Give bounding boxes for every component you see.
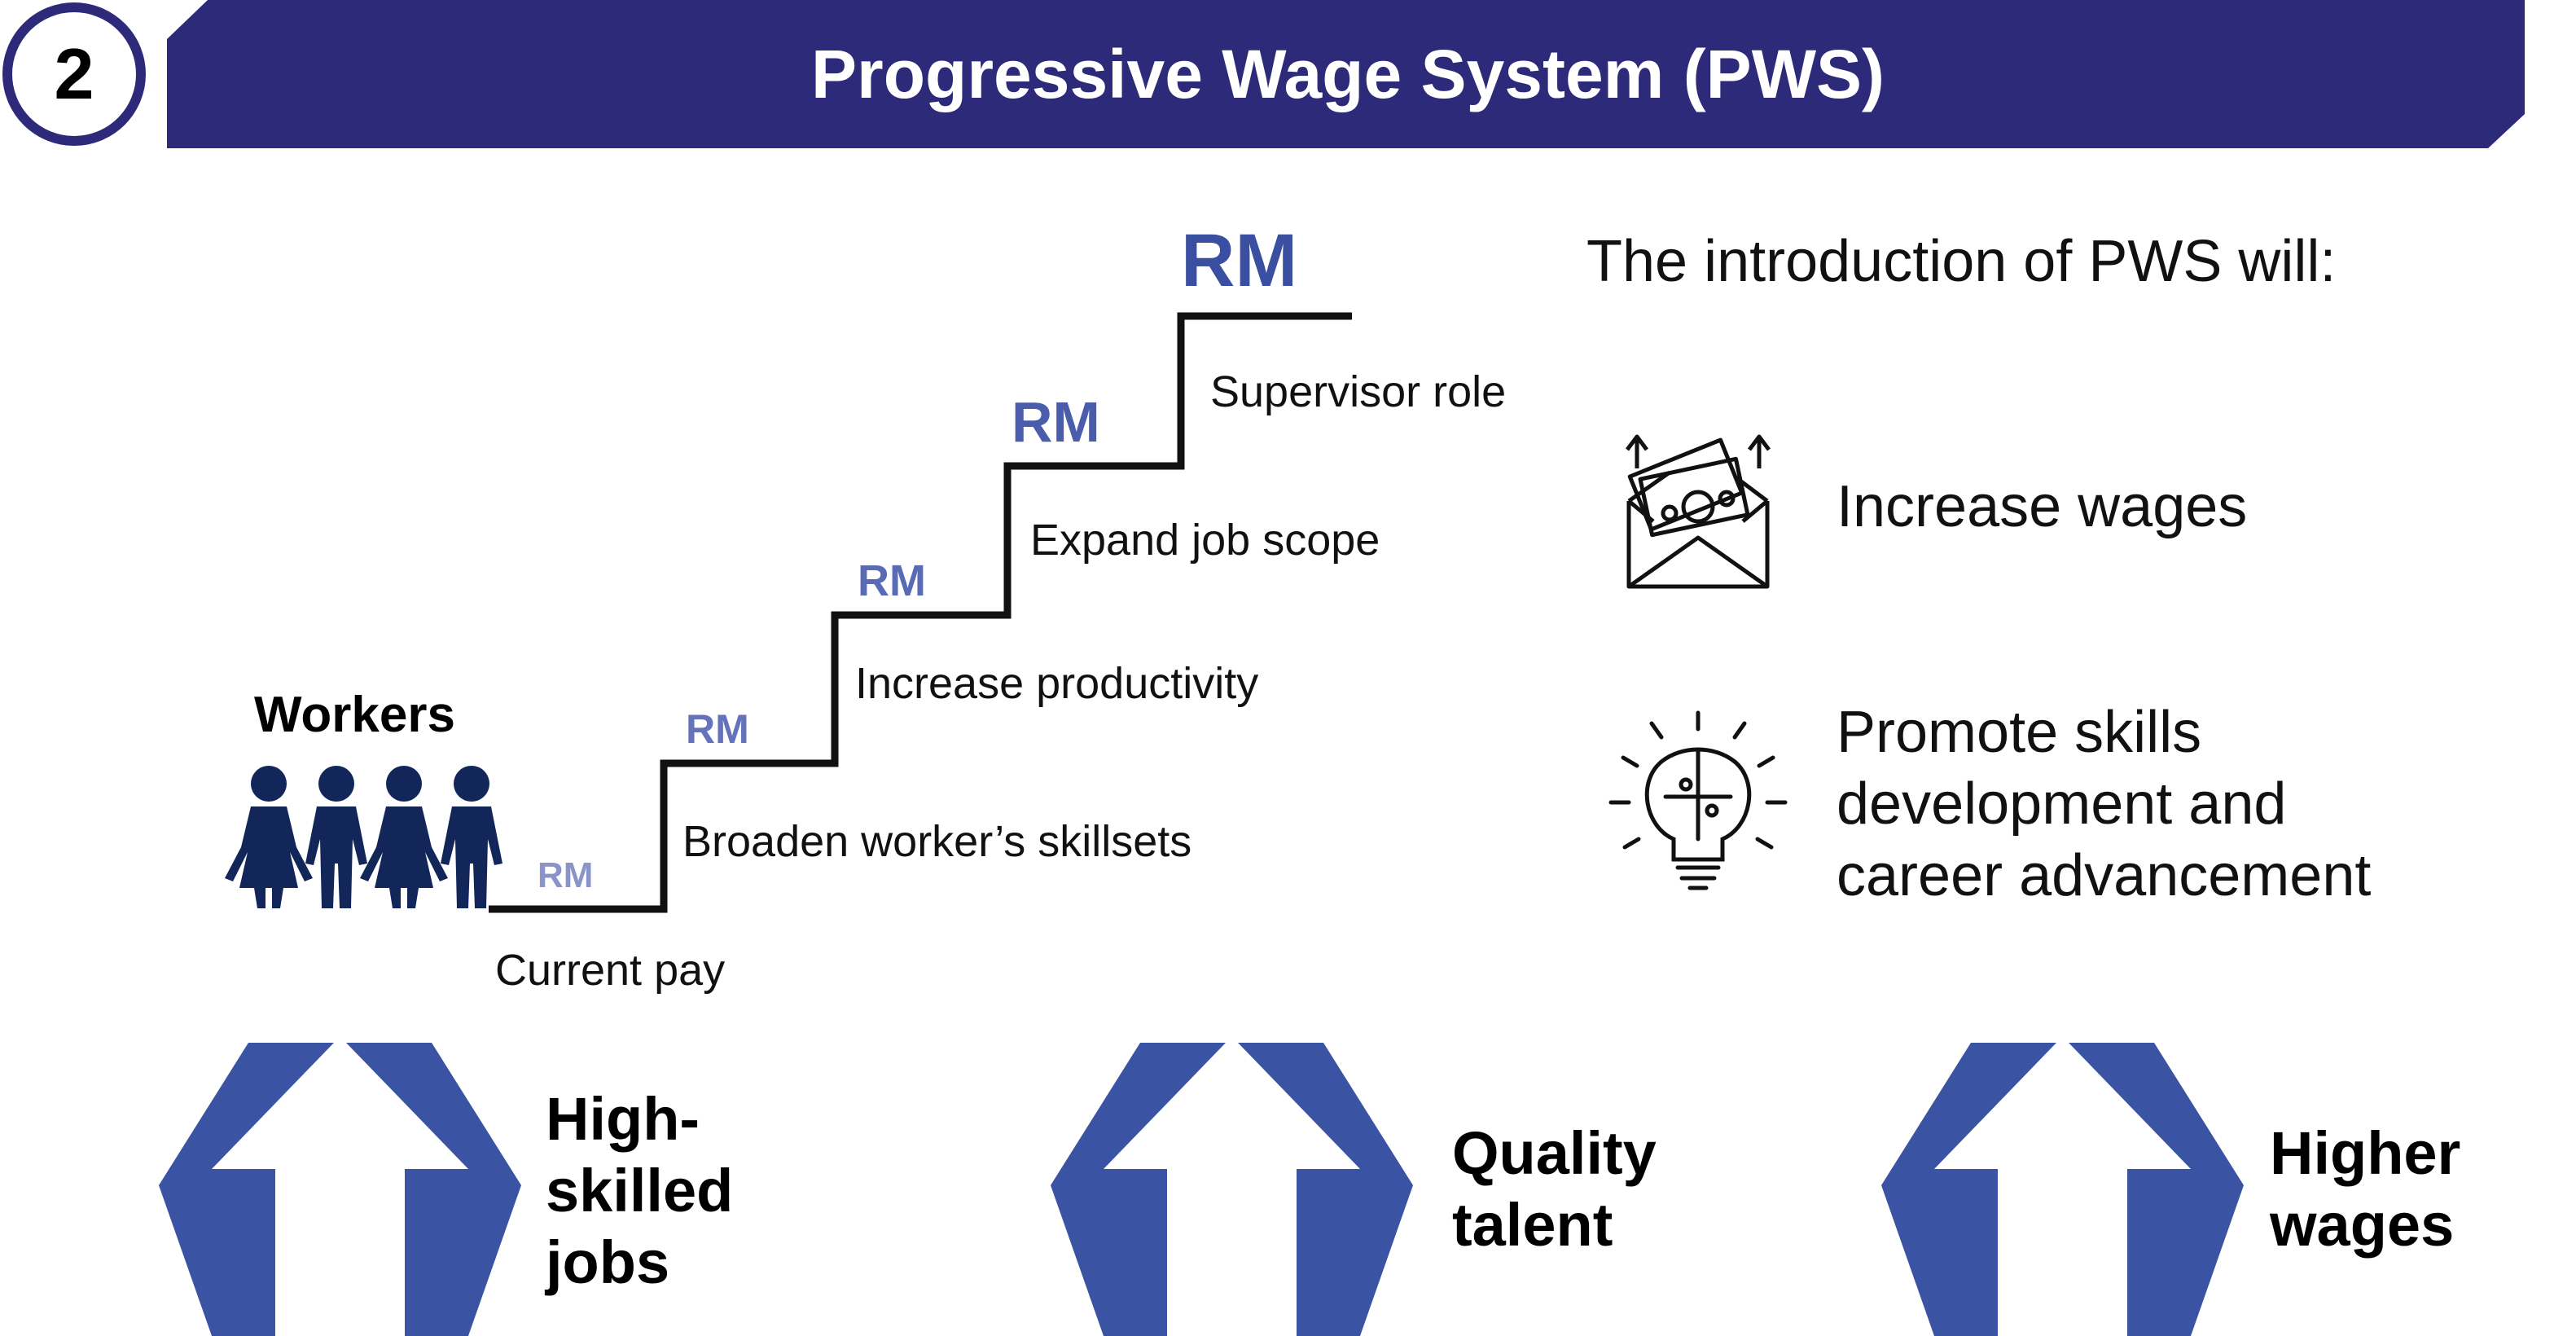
rm-label-step-4: RM <box>1012 390 1100 454</box>
workers-icon <box>225 766 502 908</box>
bottom-label-quality-talent: Quality talent <box>1452 1118 1657 1261</box>
rm-label-step-3: RM <box>858 556 926 605</box>
step-label-current-pay: Current pay <box>495 946 726 995</box>
bottom-label-higher-wages: Higher wages <box>2270 1118 2460 1261</box>
rm-label-step-1: RM <box>538 855 594 895</box>
header-banner <box>167 0 2525 148</box>
step-label-increase-productivity: Increase productivity <box>855 659 1259 708</box>
bottom-label-line: Quality <box>1452 1119 1657 1187</box>
step-label-supervisor-role: Supervisor role <box>1210 367 1507 416</box>
benefit-skills-development: Promote skills development and career ad… <box>1837 700 2372 908</box>
step-label-broaden-skillsets: Broaden worker’s skillsets <box>682 817 1192 866</box>
lightbulb-puzzle-icon <box>1608 710 1788 890</box>
bottom-label-high-skilled-jobs: High- skilled jobs <box>546 1083 733 1299</box>
intro-text: The introduction of PWS will: <box>1586 229 2337 294</box>
money-envelope-icon <box>1626 434 1771 589</box>
bottom-label-line: High- <box>546 1085 700 1153</box>
workers-label: Workers <box>254 687 455 743</box>
bottom-label-line: Higher <box>2270 1119 2461 1187</box>
step-label-expand-job-scope: Expand job scope <box>1030 516 1380 565</box>
rm-label-top: RM <box>1181 219 1298 302</box>
benefit-increase-wages: Increase wages <box>1837 474 2248 539</box>
bottom-label-line: wages <box>2270 1191 2455 1259</box>
step-number: 2 <box>54 33 94 114</box>
bottom-label-line: talent <box>1452 1191 1613 1259</box>
bottom-label-line: jobs <box>546 1228 670 1296</box>
up-arrow-icon-3 <box>1881 1043 2244 1336</box>
step-number-circle <box>2 2 146 146</box>
up-arrow-icon-2 <box>1051 1043 1413 1336</box>
bottom-label-line: skilled <box>546 1157 734 1224</box>
staircase-line <box>489 312 1352 913</box>
up-arrow-icon-1 <box>159 1043 521 1336</box>
rm-label-step-2: RM <box>686 706 749 752</box>
page-title: Progressive Wage System (PWS) <box>811 35 1885 112</box>
